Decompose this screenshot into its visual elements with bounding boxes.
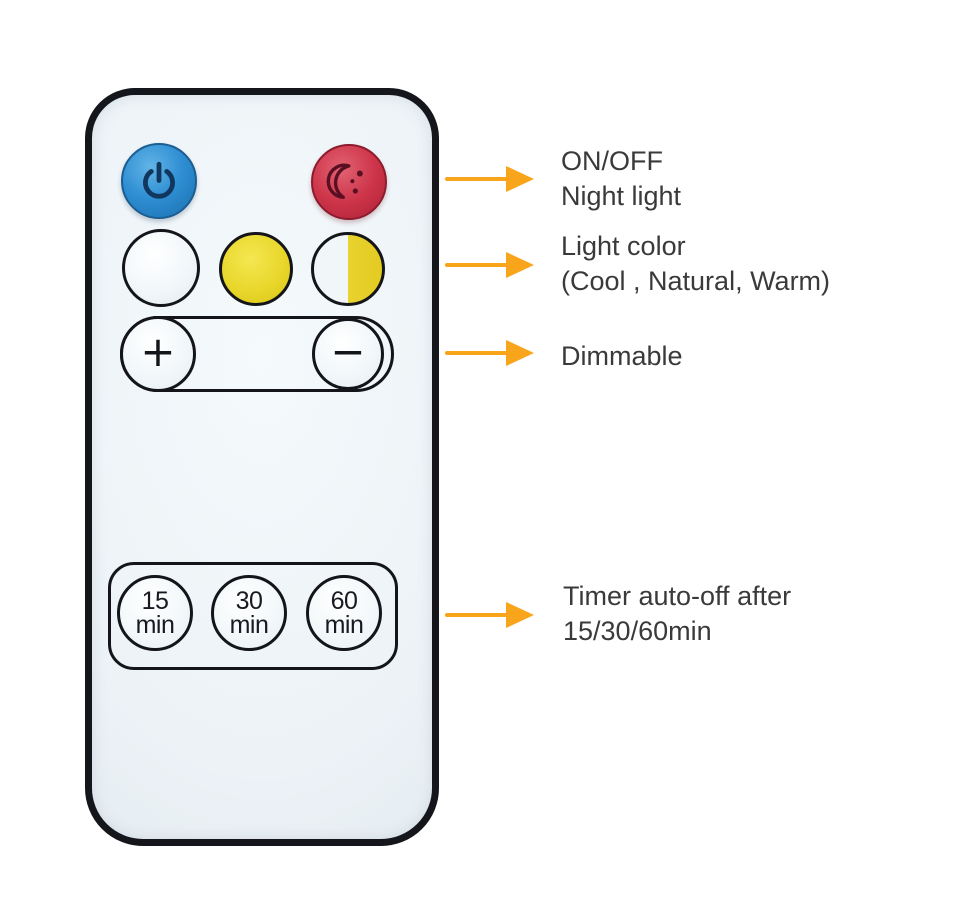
timer-unit: min xyxy=(229,611,269,639)
annotation-line: ON/OFF xyxy=(561,146,663,176)
arrow-head-icon xyxy=(506,340,534,366)
night-light-button[interactable] xyxy=(311,144,387,220)
minus-icon: − xyxy=(330,327,366,376)
annotation-line: Timer auto-off after xyxy=(563,581,792,611)
timer-30min-button[interactable]: 30 min xyxy=(211,575,287,651)
brightness-up-button[interactable]: + xyxy=(120,316,196,392)
arrow-head-icon xyxy=(506,166,534,192)
timer-value: 15 xyxy=(141,587,169,615)
annotation-line: Dimmable xyxy=(561,341,683,371)
timer-value: 60 xyxy=(330,587,358,615)
natural-color-button[interactable] xyxy=(311,232,385,306)
annotation-dimmable: Dimmable xyxy=(561,339,683,374)
brightness-down-button[interactable]: − xyxy=(312,318,384,390)
arrow-line xyxy=(445,613,509,617)
timer-button-group xyxy=(108,562,398,670)
arrow-head-icon xyxy=(506,252,534,278)
annotation-timer: Timer auto-off after 15/30/60min xyxy=(563,579,791,649)
arrow-line xyxy=(445,351,509,355)
arrow-line xyxy=(445,263,509,267)
timer-unit: min xyxy=(135,611,175,639)
timer-value: 30 xyxy=(235,587,263,615)
arrow-line xyxy=(445,177,509,181)
annotation-onoff: ON/OFF Night light xyxy=(561,144,681,214)
power-button[interactable] xyxy=(121,143,197,219)
plus-icon: + xyxy=(140,327,176,376)
annotation-lightcolor: Light color (Cool , Natural, Warm) xyxy=(561,229,830,299)
annotation-line: Night light xyxy=(561,181,682,211)
remote-body: + − 15 min 30 min 60 min xyxy=(85,88,439,846)
moon-stars-icon xyxy=(326,163,363,199)
annotation-line: 15/30/60min xyxy=(563,616,712,646)
annotation-line: (Cool , Natural, Warm) xyxy=(561,266,831,296)
cool-color-button[interactable] xyxy=(122,229,200,307)
warm-color-button[interactable] xyxy=(219,232,293,306)
timer-15min-button[interactable]: 15 min xyxy=(117,575,193,651)
arrow-head-icon xyxy=(506,602,534,628)
power-icon xyxy=(143,161,175,199)
timer-unit: min xyxy=(324,611,364,639)
annotation-line: Light color xyxy=(561,231,686,261)
timer-60min-button[interactable]: 60 min xyxy=(306,575,382,651)
